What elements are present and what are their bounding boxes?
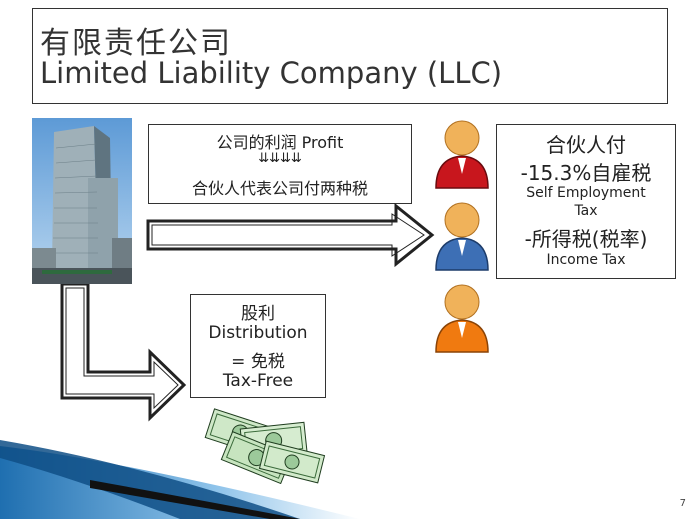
income-tax-label: Income Tax [546, 252, 626, 268]
person-icon [435, 120, 489, 189]
partners-pay-heading: 合伙人付 [546, 133, 626, 157]
tax-label: Tax [574, 203, 598, 219]
self-employment-label: Self Employment [526, 185, 646, 201]
dividend-zh: 股利 [241, 304, 275, 324]
person-icon [435, 202, 489, 271]
money-icon [204, 408, 326, 484]
distribution-box: 股利 Distribution = 免税 Tax-Free [190, 294, 326, 398]
footer-swoosh [0, 440, 360, 519]
profit-label: 公司的利润 Profit [216, 133, 344, 152]
tax-free-label: Tax-Free [222, 371, 294, 391]
arrow-right-icon [146, 202, 435, 268]
down-arrows: ⇊⇊⇊⇊ [258, 151, 302, 166]
distribution-label: Distribution [208, 323, 308, 343]
profit-box: 公司的利润 Profit ⇊⇊⇊⇊ 合伙人代表公司付两种税 [148, 124, 412, 204]
arrow-bend-icon [60, 284, 187, 422]
title-box [32, 8, 668, 104]
title-english: Limited Liability Company (LLC) [40, 56, 503, 90]
self-employment-tax-rate: -15.3%自雇税 [520, 161, 652, 185]
partners-pay-two-taxes-label: 合伙人代表公司付两种税 [191, 179, 368, 198]
partner-tax-box: 合伙人付 -15.3%自雇税 Self Employment Tax -所得税(… [496, 124, 676, 279]
page-number: 7 [679, 498, 686, 509]
person-icon [435, 284, 489, 353]
title-chinese: 有限责任公司 [40, 26, 232, 61]
income-tax-zh: -所得税(税率) [524, 227, 648, 251]
tax-exempt-zh: = 免税 [231, 352, 285, 372]
building-photo [32, 118, 132, 284]
